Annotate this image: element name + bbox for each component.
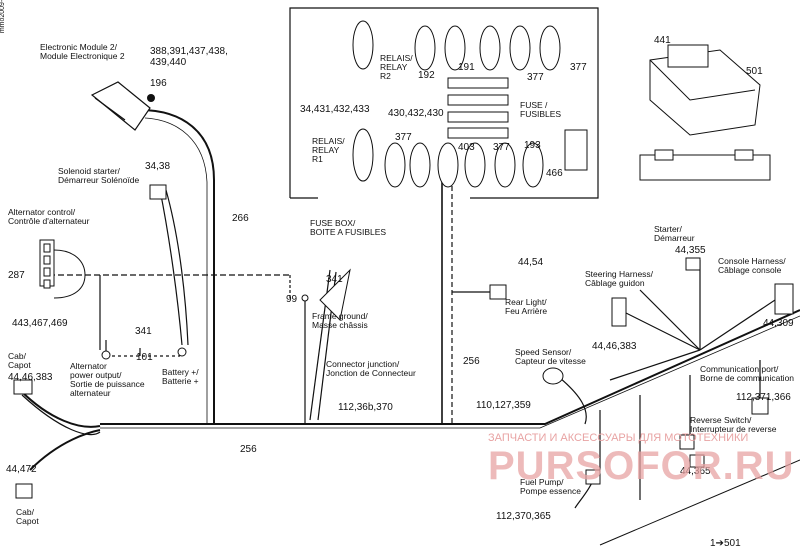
reverse-refs: 44,365	[680, 466, 711, 477]
alternator-control-connector	[39, 239, 86, 299]
relais-r1-label: RELAIS/ RELAY R1	[312, 136, 345, 164]
relay-shapes	[352, 20, 561, 188]
ref-192: 192	[418, 70, 435, 81]
fuse-box-illustration	[639, 44, 771, 181]
console-refs: 44,309	[763, 318, 794, 329]
rear-light-connector	[489, 284, 507, 300]
arrow-501: 1➔501	[710, 538, 741, 549]
ref-101: 101	[136, 352, 153, 363]
ref-377-d: 377	[493, 142, 510, 153]
cab-bottom-label: Cab/ Capot	[16, 507, 39, 526]
main-harness	[100, 309, 800, 425]
ref-377-a: 377	[527, 72, 544, 83]
starter-label: Starter/ Démarreur	[654, 224, 695, 243]
fuse-refs: 430,432,430	[388, 108, 444, 119]
wire-256-bottom: 256	[240, 444, 257, 455]
fuel-pump-label: Fuel Pump/ Pompe essence	[520, 477, 581, 496]
ref-466: 466	[546, 168, 563, 179]
module-refs: 388,391,437,438, 439,440	[150, 46, 228, 68]
comm-connector	[751, 397, 769, 415]
solenoid-connector	[149, 184, 167, 200]
ref-191: 191	[458, 62, 475, 73]
reverse-switch-label: Reverse Switch/ Interrupteur de reverse	[690, 415, 777, 434]
steering-harness-label: Steering Harness/ Câblage guidon	[585, 269, 654, 288]
steering-refs: 44,46,383	[592, 341, 637, 352]
battery-label: Battery +/ Batterie +	[162, 367, 199, 386]
starter-refs: 44,355	[675, 245, 706, 256]
fuse-box-frame	[289, 7, 599, 199]
ref-196: 196	[150, 78, 167, 89]
speed-sensor-label: Speed Sensor/ Capteur de vitesse	[515, 347, 586, 366]
fuse-row	[447, 77, 509, 139]
frame-ground-label: Frame ground/ Masse châssis	[312, 311, 368, 330]
wire-256-mid: 256	[463, 356, 480, 367]
fuse-label: FUSE / FUSIBLES	[520, 100, 562, 119]
cab-top-refs: 44,46,383	[8, 372, 53, 383]
watermark-text: ЗАПЧАСТИ И АКСЕССУАРЫ ДЛЯ МОТОТЕХНИКИ	[488, 432, 749, 444]
comm-refs: 112,371,366	[736, 392, 791, 403]
ref-193: 193	[524, 140, 541, 151]
reverse-switch-body	[689, 454, 705, 468]
wire-266: 266	[232, 213, 249, 224]
cab-bottom-connector	[15, 483, 33, 499]
watermark-logo: PURSOFOR.RU	[488, 444, 795, 488]
ref-441: 441	[654, 35, 671, 46]
alternator-control-label: Alternator control/ Contrôle d'alternate…	[8, 207, 90, 226]
reverse-connector	[679, 434, 695, 450]
comm-port-label: Communication port/ Borne de communicati…	[700, 364, 795, 383]
relais-r2-label: RELAIS/ RELAY R2	[380, 53, 413, 81]
cab-top-label: Cab/ Capot	[8, 351, 31, 370]
fuel-refs: 112,370,365	[496, 511, 551, 522]
electronic-module-shape	[90, 81, 151, 131]
alternator-output-label: Alternator power output/ Sortie de puiss…	[70, 361, 145, 398]
starter-connector	[685, 257, 701, 271]
rear-light-label: Rear Light/ Feu Arrière	[505, 297, 548, 316]
steering-connector	[611, 297, 627, 327]
solenoid-refs: 34,38	[145, 161, 171, 172]
speed-refs: 110,127,359	[476, 400, 531, 411]
connector-196	[147, 94, 155, 102]
ref-501: 501	[746, 66, 763, 77]
electronic-module-label: Electronic Module 2/ Module Electronique…	[40, 42, 125, 61]
alternator-refs: 443,467,469	[12, 318, 68, 329]
cab-top-connector	[13, 379, 33, 395]
junction-refs: 112,36b,370	[338, 402, 393, 413]
console-harness-label: Console Harness/ Câblage console	[718, 256, 786, 275]
speed-sensor-shape	[542, 367, 564, 385]
solenoid-label: Solenoid starter/ Démarreur Solénoïde	[58, 166, 140, 185]
connector-junction-label: Connector junction/ Jonction de Connecte…	[326, 359, 416, 378]
relay-refs: 34,431,432,433	[300, 104, 370, 115]
document-id: mmo2009-0	[0, 0, 7, 34]
ref-341-left: 341	[135, 326, 152, 337]
ref-341-mid: 341	[326, 274, 343, 285]
ref-377-c: 377	[395, 132, 412, 143]
fuse-box-label: FUSE BOX/ BOITE A FUSIBLES	[310, 218, 387, 237]
cab-bottom-refs: 44,472	[6, 464, 37, 475]
rear-light-refs: 44,54	[518, 257, 544, 268]
ref-287: 287	[8, 270, 25, 281]
fuel-pump-connector	[585, 469, 601, 485]
ref-99: 99	[286, 294, 298, 305]
ref-377-b: 377	[570, 62, 587, 73]
ref-403: 403	[458, 142, 475, 153]
console-connector	[774, 283, 794, 315]
